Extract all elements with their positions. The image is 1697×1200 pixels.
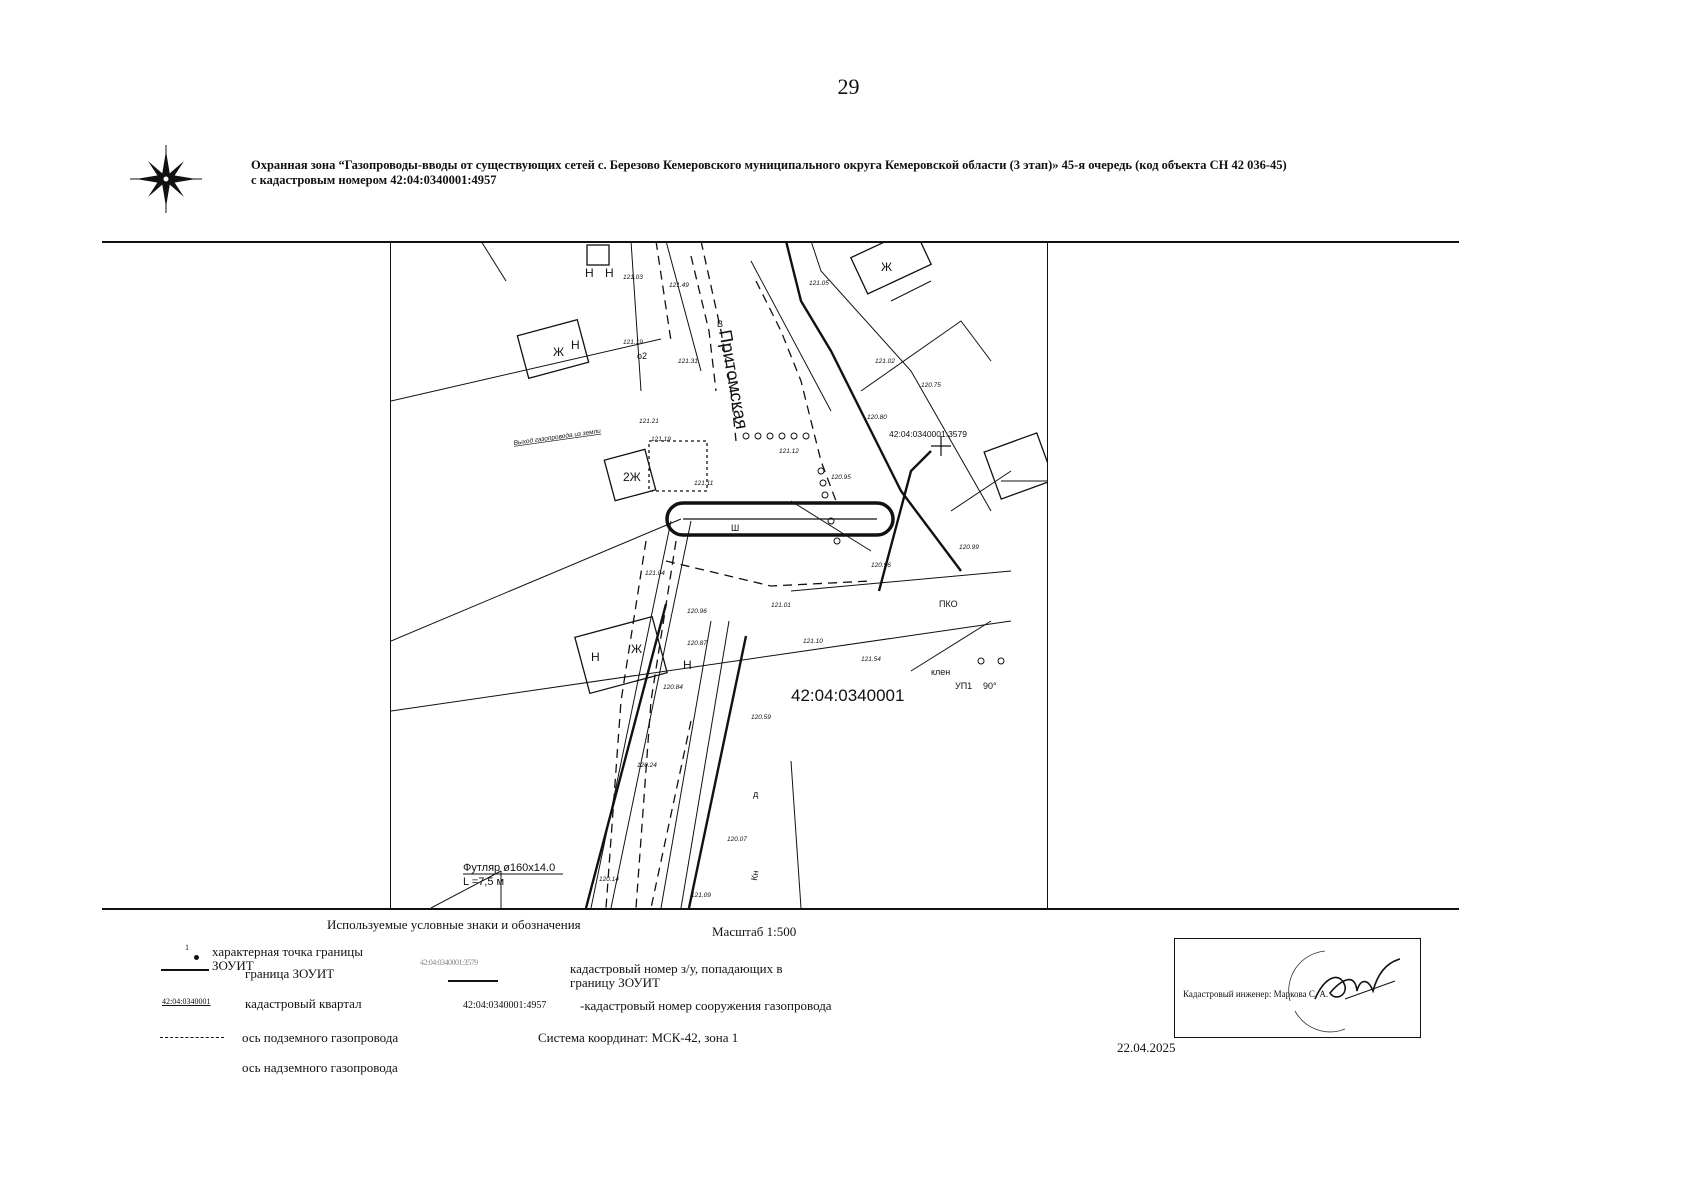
building-4 <box>574 615 668 695</box>
char-point-icon <box>194 955 199 960</box>
document-title: Охранная зона “Газопроводы-вводы от суще… <box>251 158 1551 188</box>
building-1 <box>516 318 590 380</box>
parcel-sample: 42:04:0340001:3579 <box>420 958 478 967</box>
legend-underground-axis: ось подземного газопровода <box>242 1030 399 1045</box>
underground-axis-symbol <box>160 1037 224 1038</box>
svg-text:121.12: 121.12 <box>779 448 799 455</box>
svg-text:121.54: 121.54 <box>861 656 881 663</box>
svg-text:121.04: 121.04 <box>645 570 665 577</box>
signature-box: Кадастровый инженер: Маркова С. А. <box>1174 938 1421 1038</box>
svg-text:90°: 90° <box>983 681 997 691</box>
svg-text:120.75: 120.75 <box>921 382 941 389</box>
legend-char-point-line1: характерная точка границы <box>212 944 363 959</box>
svg-text:120.96: 120.96 <box>687 608 707 615</box>
svg-text:клен: клен <box>931 667 950 677</box>
building-3 <box>603 448 657 502</box>
page-number: 29 <box>837 74 860 99</box>
map-area: Притомская 42:04:0340001 42:04:0340001:3… <box>390 241 1048 908</box>
svg-text:Ш: Ш <box>731 523 739 533</box>
north-arrow-icon <box>130 145 202 213</box>
document-date: 22.04.2025 <box>1117 1040 1176 1055</box>
building-2 <box>586 244 610 266</box>
svg-text:о2: о2 <box>637 351 647 361</box>
svg-text:121.31: 121.31 <box>678 358 698 365</box>
coordinate-system: Система координат: МСК-42, зона 1 <box>538 1030 739 1045</box>
svg-text:120.84: 120.84 <box>663 684 683 691</box>
legend-parcel-line2: границу ЗОУИТ <box>570 975 660 990</box>
svg-text:121.49: 121.49 <box>669 282 689 289</box>
svg-text:д: д <box>753 789 759 799</box>
building-label: Ж <box>631 642 642 656</box>
map-top-border <box>102 241 1459 243</box>
map-scale: Масштаб 1:500 <box>712 924 797 939</box>
building-5 <box>849 241 933 295</box>
svg-text:120.14: 120.14 <box>599 876 619 883</box>
building-label: Н <box>683 658 692 672</box>
building-label: Ж <box>881 260 892 274</box>
quarter-number: 42:04:0340001 <box>791 686 904 705</box>
svg-text:120.24: 120.24 <box>637 762 657 769</box>
svg-text:121.11: 121.11 <box>694 480 714 487</box>
svg-text:121.19: 121.19 <box>623 339 643 346</box>
map-bottom-border <box>102 908 1459 910</box>
svg-text:120.59: 120.59 <box>751 714 771 721</box>
building-label: Н <box>605 266 614 280</box>
zouit-boundary-symbol <box>161 969 209 971</box>
legend-zouit-boundary: граница ЗОУИТ <box>245 966 335 981</box>
building-label: 2Ж <box>623 470 641 484</box>
building-6 <box>983 432 1047 500</box>
building-label: Ж <box>553 345 564 359</box>
svg-text:121.19: 121.19 <box>651 436 671 443</box>
legend-structure: -кадастровый номер сооружения газопровод… <box>580 998 832 1013</box>
svg-text:120.07: 120.07 <box>727 836 747 843</box>
svg-text:120.96: 120.96 <box>871 562 891 569</box>
legend-char-point-line2: ЗОУИТ <box>212 958 254 973</box>
zouit-boundary <box>665 501 895 537</box>
legend-quarter: кадастровый квартал <box>245 996 362 1011</box>
signature-icon <box>1288 950 1401 1033</box>
svg-text:121.05: 121.05 <box>809 280 829 287</box>
svg-text:ПКО: ПКО <box>939 599 958 609</box>
legend-aboveground-axis: ось надземного газопровода <box>242 1060 398 1075</box>
svg-text:121.09: 121.09 <box>691 892 711 899</box>
svg-text:121.21: 121.21 <box>639 418 659 425</box>
svg-text:120.99: 120.99 <box>959 544 979 551</box>
casing-length: L =7,5 м <box>463 876 504 888</box>
structure-sample: 42:04:0340001:4957 <box>463 1000 547 1011</box>
svg-text:120.87: 120.87 <box>687 640 707 647</box>
building-label: Н <box>585 266 594 280</box>
svg-text:120.95: 120.95 <box>831 474 851 481</box>
gas-outlet-label: Выход газопровода из земли <box>513 427 601 447</box>
svg-text:121.02: 121.02 <box>875 358 895 365</box>
street-name: Притомская <box>715 328 752 430</box>
engineer-label: Кадастровый инженер: Маркова С. А. <box>1183 989 1329 999</box>
building-label: Н <box>591 650 600 664</box>
map-drawing: Притомская 42:04:0340001 42:04:0340001:3… <box>391 241 1047 908</box>
parcel-sample-underline <box>448 980 498 982</box>
title-line-2: с кадастровым номером 42:04:0340001:4957 <box>251 173 497 187</box>
casing-label: Футляр ø160x14.0 <box>463 862 555 874</box>
quarter-sample: 42:04:0340001 <box>162 997 211 1006</box>
building-label: Н <box>571 338 580 352</box>
svg-text:Кн: Кн <box>749 870 761 882</box>
legend-parcel-line1: кадастровый номер з/у, попадающих в <box>570 961 783 976</box>
svg-text:121.01: 121.01 <box>771 602 791 609</box>
legend-heading: Используемые условные знаки и обозначени… <box>327 917 581 932</box>
svg-text:121.10: 121.10 <box>803 638 823 645</box>
parcel-number: 42:04:0340001:3579 <box>889 429 967 439</box>
svg-text:УП1: УП1 <box>955 681 972 691</box>
svg-text:121.03: 121.03 <box>623 274 643 281</box>
title-line-1: Охранная зона “Газопроводы-вводы от суще… <box>251 158 1287 172</box>
char-point-number: 1 <box>185 943 189 952</box>
svg-text:В: В <box>717 319 723 329</box>
svg-text:120.80: 120.80 <box>867 414 887 421</box>
